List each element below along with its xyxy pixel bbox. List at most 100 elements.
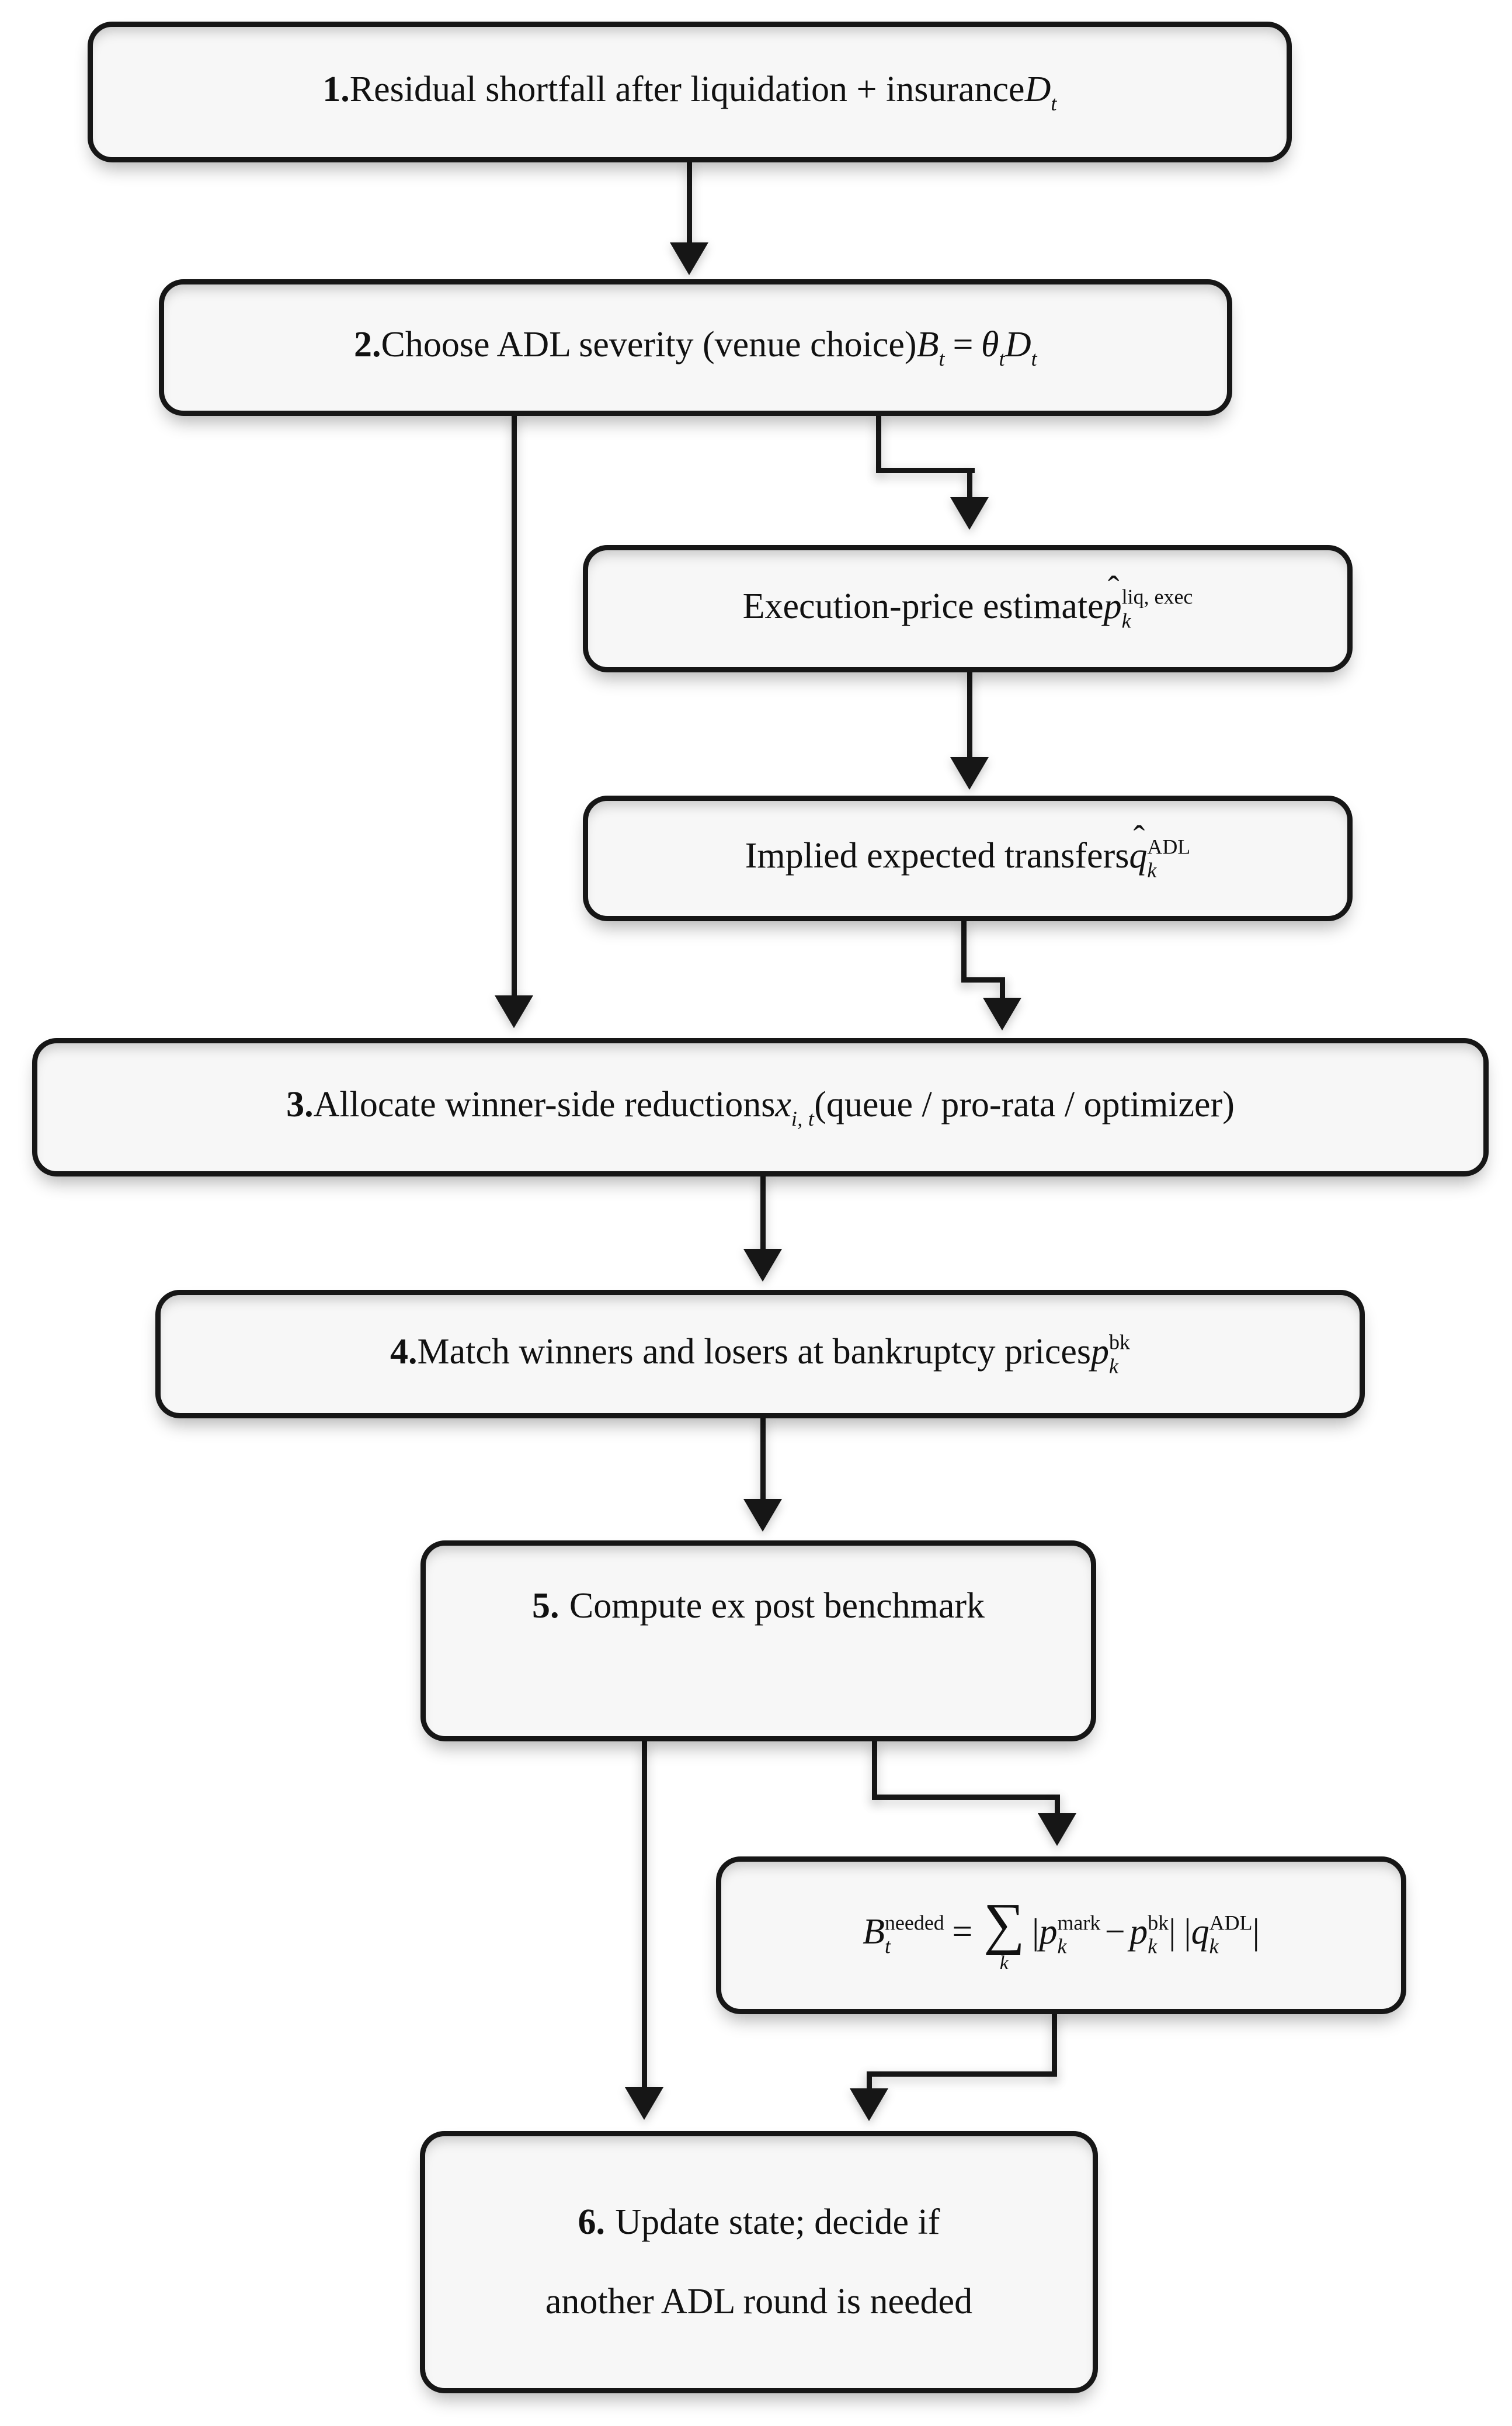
connector-implied-3-v2	[1000, 977, 1005, 1001]
connector-5-formula-v2	[1055, 1795, 1060, 1816]
math-pbk-sub: k	[1109, 1354, 1119, 1378]
hat-accent: ˆ	[1107, 569, 1120, 608]
step2-label: Choose ADL severity (venue choice)	[381, 325, 917, 365]
arrowhead-implied-3	[983, 998, 1021, 1030]
math-qadl: q	[1191, 1912, 1209, 1952]
step4-number: 4.	[390, 1331, 418, 1372]
math-Bneeded-sup: needed	[884, 1911, 944, 1935]
step5-label: Compute ex post benchmark	[569, 1586, 985, 1626]
step3-suffix: (queue / pro-rata / optimizer)	[814, 1084, 1235, 1125]
step1-label: Residual shortfall after liquidation + i…	[349, 69, 1025, 109]
math-D2-sub: t	[1031, 347, 1037, 371]
math-B: B	[916, 325, 939, 365]
abs-bar: |	[1252, 1912, 1260, 1952]
math-B-sub: t	[939, 347, 945, 371]
abs-bar: |	[1032, 1912, 1040, 1952]
step1-number: 1.	[322, 69, 350, 109]
step6-line1-label: Update state; decide if	[615, 2202, 940, 2242]
step5-box: 5.Compute ex post benchmark	[420, 1540, 1096, 1741]
step3-box: 3.Allocate winner-side reductionsxi, t(q…	[32, 1038, 1489, 1176]
arrowhead-1-2	[670, 242, 708, 275]
step5-number: 5.	[532, 1586, 559, 1626]
arrowhead-2-exec	[950, 497, 989, 530]
step2-box: 2.Choose ADL severity (venue choice)Bt=θ…	[159, 279, 1232, 416]
connector-implied-3-h1	[961, 977, 1005, 983]
connector-5-formula-v1	[872, 1740, 877, 1800]
math-pbk-sup: bk	[1109, 1331, 1130, 1355]
implied-transfers-label: Implied expected transfers	[745, 836, 1129, 876]
arrowhead-5-6	[625, 2087, 663, 2120]
connector-1-2-shaft	[687, 162, 692, 244]
math-q-sub: k	[1147, 858, 1157, 882]
step2-text: 2.Choose ADL severity (venue choice)Bt=θ…	[331, 322, 1061, 372]
math-theta: θ	[981, 325, 999, 365]
step6-text: 6.Update state; decide if another ADL ro…	[522, 2200, 996, 2324]
math-p-sub: k	[1121, 609, 1131, 633]
step1-text: 1.Residual shortfall after liquidation +…	[299, 67, 1080, 117]
connector-2-exec-v1	[876, 415, 881, 473]
step6-line2: another ADL round is needed	[545, 2281, 973, 2321]
connector-4-5-shaft	[760, 1417, 766, 1499]
math-D2: D	[1004, 325, 1031, 365]
step3-number: 3.	[286, 1084, 314, 1125]
step6-line1: 6.Update state; decide if	[545, 2200, 972, 2245]
step6-box: 6.Update state; decide if another ADL ro…	[420, 2131, 1098, 2393]
arrowhead-5-formula	[1038, 1813, 1076, 1846]
math-qadl-sup: ADL	[1209, 1911, 1253, 1935]
abs-bar: |	[1169, 1912, 1176, 1952]
arrowhead-4-5	[743, 1499, 782, 1532]
connector-5-6-shaft	[642, 1740, 647, 2087]
step4-label: Match winners and losers at bankruptcy p…	[417, 1331, 1092, 1372]
abs-bar: |	[1184, 1912, 1191, 1952]
math-Bneeded: B	[863, 1912, 885, 1952]
connector-2-3-shaft	[512, 415, 517, 995]
math-qadl-sub: k	[1209, 1934, 1219, 1958]
arrowhead-exec-implied	[950, 757, 989, 790]
connector-3-4-shaft	[760, 1175, 766, 1249]
math-pbk: p	[1091, 1331, 1110, 1372]
math-q: q	[1129, 836, 1148, 876]
math-pbk2-sub: k	[1148, 1934, 1158, 1958]
math-p-sup: liq, exec	[1121, 585, 1193, 609]
step2-number: 2.	[354, 325, 381, 365]
step1-box: 1.Residual shortfall after liquidation +…	[88, 22, 1292, 162]
minus-sign: −	[1104, 1912, 1125, 1952]
math-q-sup: ADL	[1147, 835, 1191, 859]
sigma-symbol: ∑	[983, 1892, 1025, 1956]
step4-text: 4.Match winners and losers at bankruptcy…	[367, 1330, 1153, 1379]
step5-text: 5.Compute ex post benchmark	[509, 1584, 1008, 1698]
math-D: D	[1024, 69, 1051, 109]
execution-price-label: Execution-price estimate	[742, 586, 1104, 626]
hat-accent: ˆ	[1133, 819, 1145, 858]
arrowhead-2-3	[495, 995, 533, 1028]
equals-sign: =	[952, 1912, 973, 1952]
math-x-sub: i, t	[791, 1107, 815, 1131]
connector-2-exec-h1	[876, 468, 975, 473]
math-pbk2-sup: bk	[1148, 1911, 1169, 1935]
step3-text: 3.Allocate winner-side reductionsxi, t(q…	[263, 1082, 1258, 1132]
connector-exec-implied-shaft	[967, 671, 972, 758]
math-Bneeded-sub: t	[884, 1934, 891, 1958]
step4-box: 4.Match winners and losers at bankruptcy…	[155, 1290, 1365, 1418]
connector-formula-6-v1	[1052, 2012, 1057, 2077]
math-D-sub: t	[1051, 92, 1057, 116]
connector-2-exec-v2	[967, 468, 972, 499]
math-pmark: p	[1039, 1912, 1058, 1952]
summation: ∑k	[983, 1892, 1025, 1973]
